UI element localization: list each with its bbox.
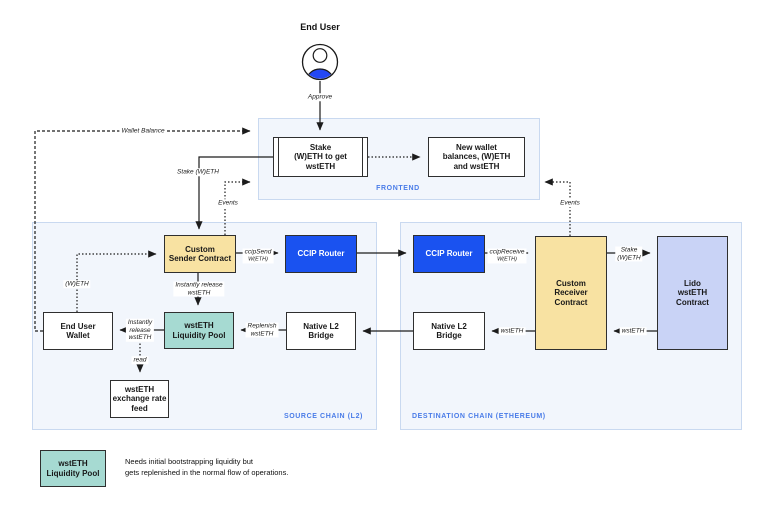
edge-label-approve: Approve <box>305 93 335 101</box>
edge-label-instant-release-down: Instantly release wstETH <box>173 281 225 297</box>
edge-label-events-right: Events <box>558 199 582 207</box>
legend-caption: Needs initial bootstrapping liquidity bu… <box>125 457 289 477</box>
end-user-label: End User <box>300 22 340 32</box>
liquidity-pool-node: wstETH Liquidity Pool <box>164 312 234 349</box>
liquidity-pool-label: wstETH Liquidity Pool <box>172 321 226 340</box>
edge-label-events-left: Events <box>216 199 240 207</box>
lido-contract-label: Lido wstETH Contract <box>676 278 709 307</box>
ccip-router-source-node: CCIP Router <box>285 235 357 273</box>
new-wallet-box-label: New wallet balances, (W)ETH and wstETH <box>442 142 511 171</box>
edge-label-instant-release-left: Instantly release wstETH <box>125 318 155 342</box>
frontend-label: FRONTEND <box>376 185 420 192</box>
native-bridge-dest-node: Native L2 Bridge <box>413 312 485 350</box>
ccip-router-dest-node: CCIP Router <box>413 235 485 273</box>
ccip-router-source-label: CCIP Router <box>297 249 345 259</box>
rate-feed-label: wstETH exchange rate feed <box>112 384 167 413</box>
edge-label-weth: (W)ETH <box>63 280 91 288</box>
edge-label-stake-weth-right: Stake (W)ETH <box>615 246 643 262</box>
legend-swatch: wstETH Liquidity Pool <box>40 450 106 487</box>
native-bridge-source-label: Native L2 Bridge <box>303 321 339 341</box>
lido-contract-node: Lido wstETH Contract <box>657 236 728 350</box>
stake-box-label: Stake (W)ETH to get wstETH <box>294 142 347 171</box>
new-wallet-box: New wallet balances, (W)ETH and wstETH <box>428 137 525 177</box>
edge-label-ccip-send: ccipSend W(ETH) <box>242 248 274 264</box>
rate-feed-node: wstETH exchange rate feed <box>110 380 169 418</box>
ccip-receive-label: ccipReceive <box>489 248 525 256</box>
native-bridge-dest-label: Native L2 Bridge <box>431 321 467 341</box>
native-bridge-source-node: Native L2 Bridge <box>286 312 356 350</box>
custom-sender-contract-node: Custom Sender Contract <box>164 235 236 273</box>
custom-sender-label: Custom Sender Contract <box>168 244 232 264</box>
edge-label-read: read <box>131 356 149 364</box>
ccip-receive-asset-label: W(ETH) <box>497 256 517 263</box>
ccip-send-label: ccipSend <box>244 248 272 256</box>
custom-receiver-contract-node: Custom Receiver Contract <box>535 236 607 350</box>
edge-label-stake-weth: Stake (W)ETH <box>175 168 221 176</box>
stake-box: Stake (W)ETH to get wstETH <box>273 137 368 177</box>
end-user-wallet-node: End User Wallet <box>43 312 113 350</box>
edge-label-wsteth-from-lido: wstETH <box>619 327 647 335</box>
edge-label-replenish: Replenish wstETH <box>245 322 279 338</box>
destination-chain-label: DESTINATION CHAIN (ETHEREUM) <box>412 413 546 420</box>
custom-receiver-label: Custom Receiver Contract <box>554 278 588 307</box>
end-user-icon <box>301 43 339 81</box>
ccip-router-dest-label: CCIP Router <box>425 249 473 259</box>
legend-swatch-label: wstETH Liquidity Pool <box>46 459 100 478</box>
end-user-wallet-label: End User Wallet <box>60 321 96 341</box>
edge-label-wallet-balance: Wallet Balance <box>119 127 167 135</box>
ccip-send-asset-label: W(ETH) <box>248 256 268 263</box>
edge-label-wsteth-to-bridge: wstETH <box>498 327 526 335</box>
source-chain-label: SOURCE CHAIN (L2) <box>283 413 363 420</box>
edge-label-ccip-receive: ccipReceive W(ETH) <box>487 248 527 264</box>
